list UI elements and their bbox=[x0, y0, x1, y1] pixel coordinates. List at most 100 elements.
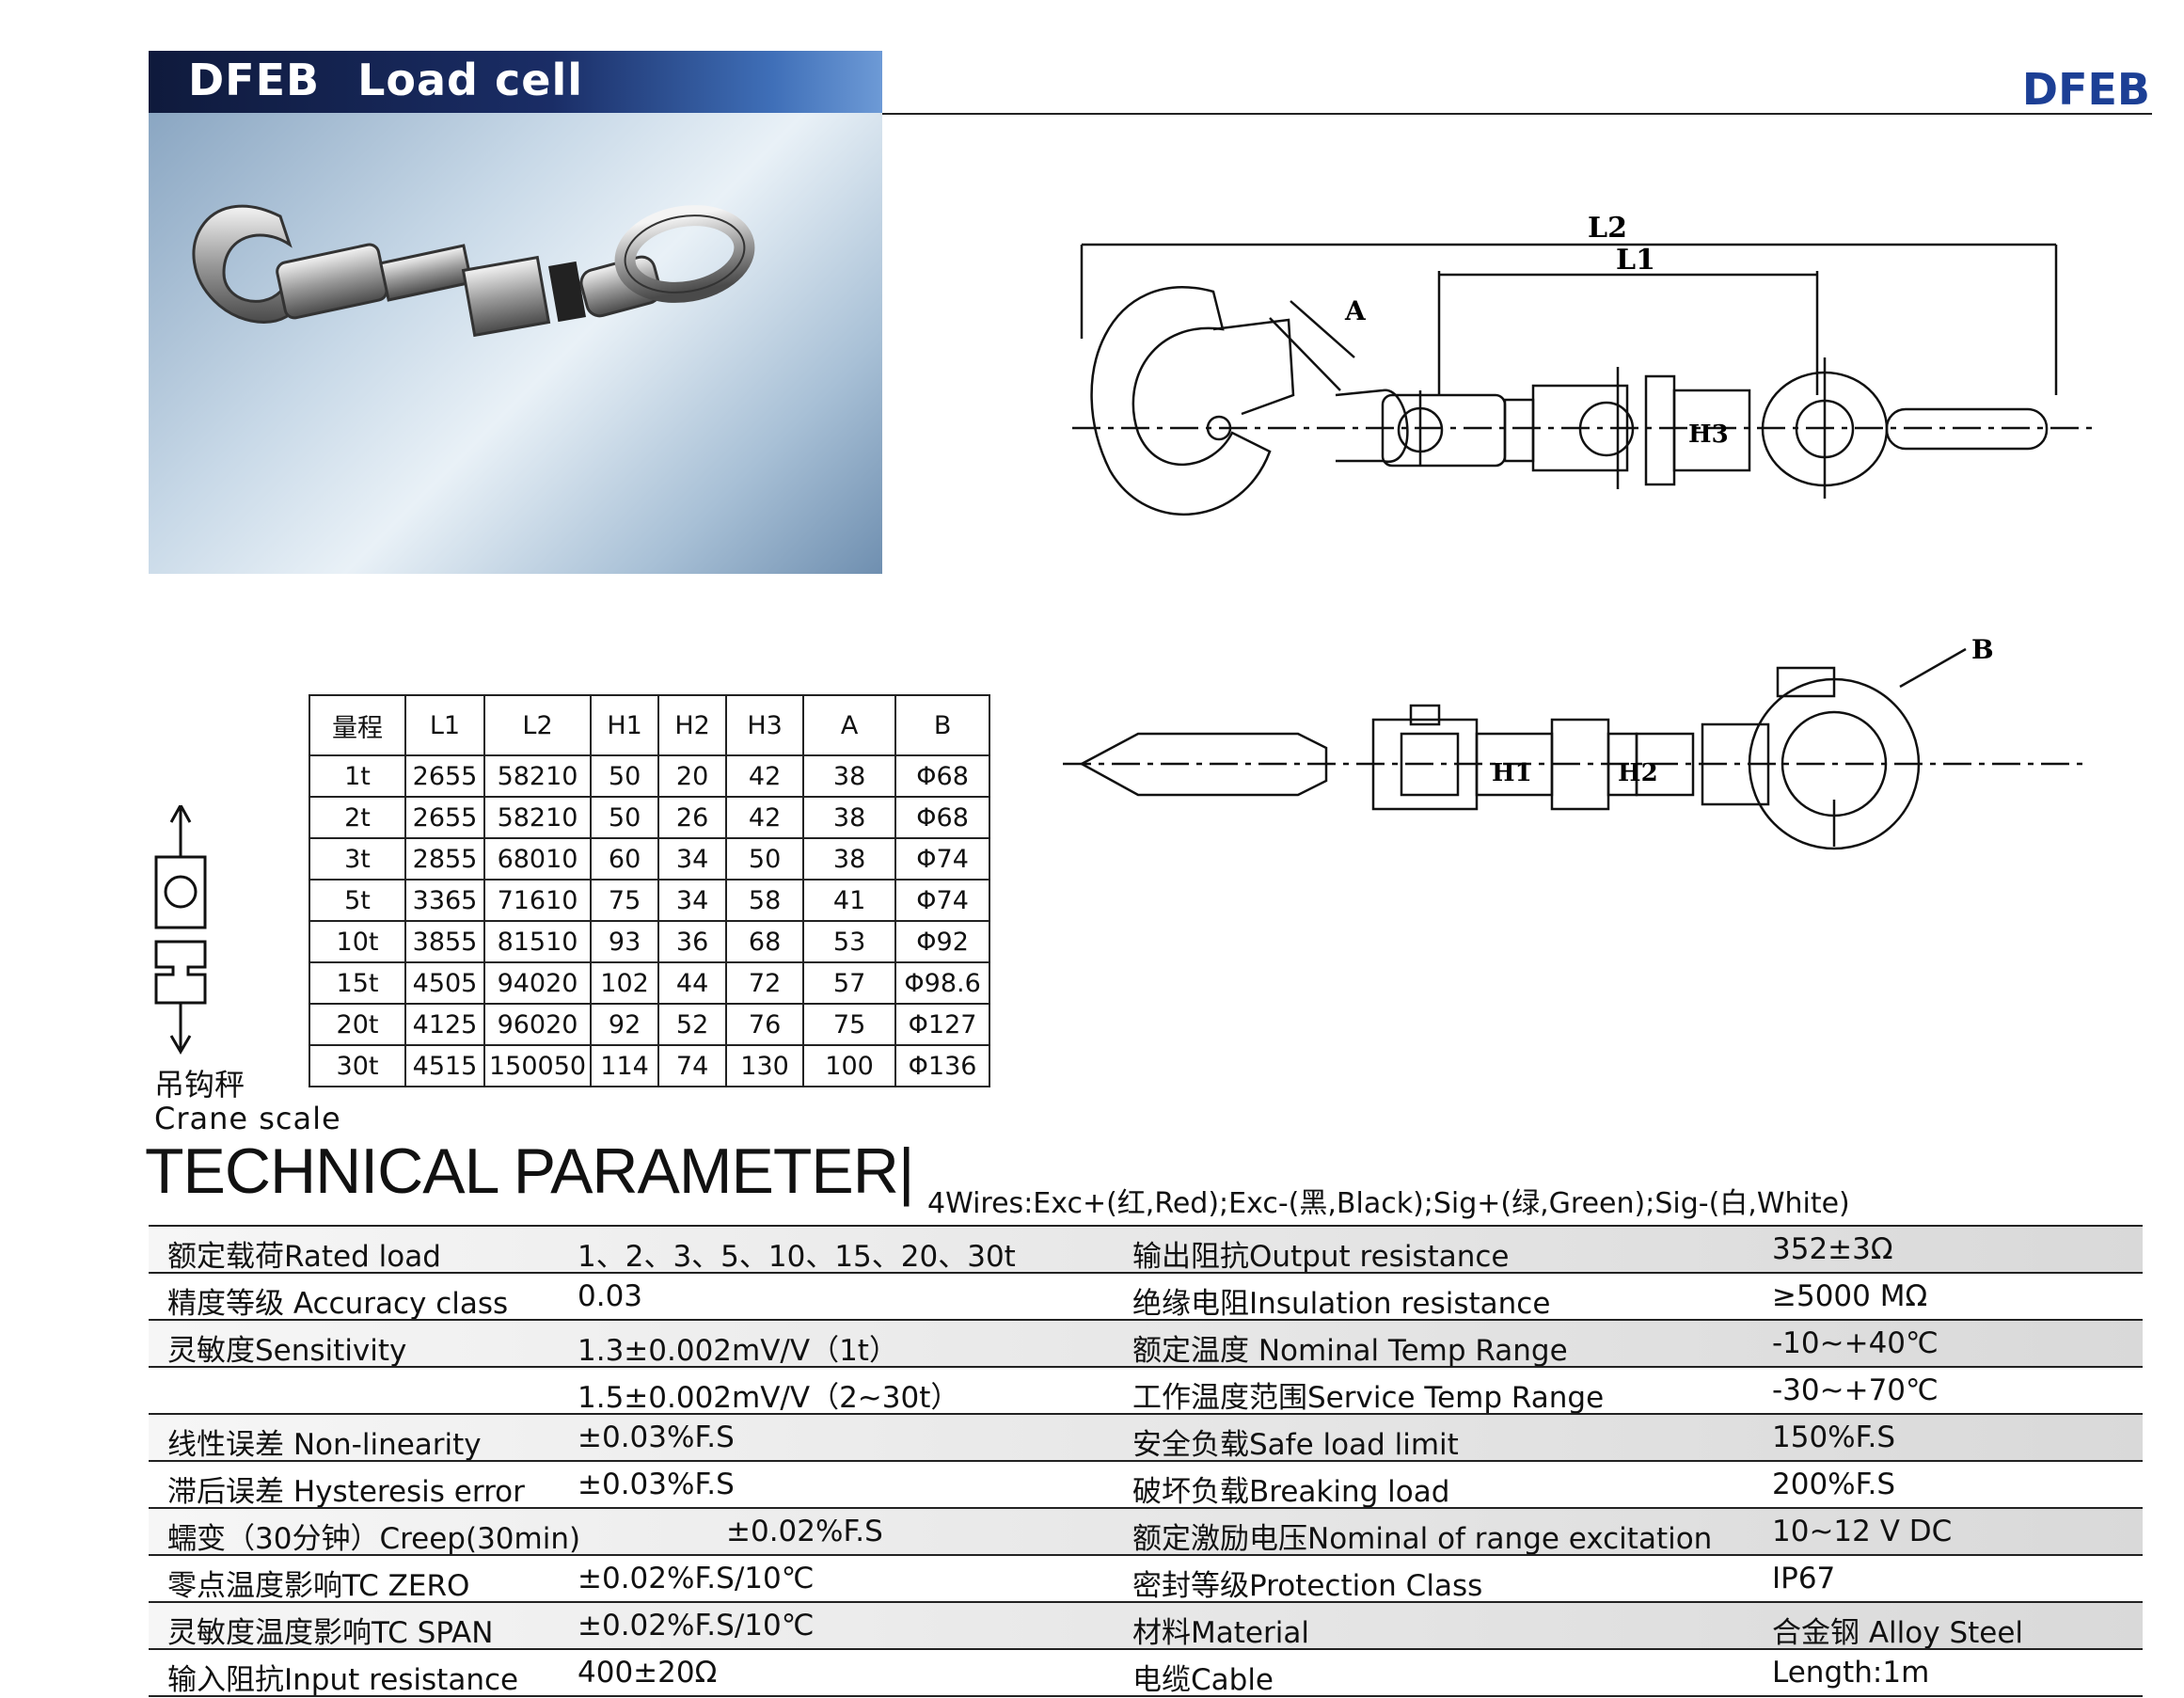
param-label: 额定激励电压Nominal of range excitation bbox=[1132, 1522, 1713, 1556]
param-label: 额定温度 Nominal Temp Range bbox=[1132, 1334, 1568, 1368]
corner-tag: DFEB bbox=[2021, 64, 2150, 115]
table-cell: 10t bbox=[309, 920, 406, 963]
param-value: 400±20Ω bbox=[578, 1656, 718, 1690]
param-value: 合金钢 Alloy Steel bbox=[1772, 1616, 2024, 1650]
param-value: 1、2、3、5、10、15、20、30t bbox=[578, 1240, 1016, 1274]
param-value: -10~+40℃ bbox=[1772, 1326, 1939, 1360]
table-header-cell: L2 bbox=[483, 694, 593, 756]
param-label: 工作温度范围Service Temp Range bbox=[1132, 1381, 1605, 1415]
table-cell: 96020 bbox=[483, 1003, 593, 1046]
dim-label-h2: H2 bbox=[1618, 759, 1658, 787]
table-cell: 3t bbox=[309, 837, 406, 881]
table-cell: 36 bbox=[657, 920, 728, 963]
table-cell: 58210 bbox=[483, 754, 593, 798]
param-value: 200%F.S bbox=[1772, 1468, 1896, 1501]
table-cell: 94020 bbox=[483, 961, 593, 1005]
table-cell: 3855 bbox=[404, 920, 485, 963]
table-cell: 15t bbox=[309, 961, 406, 1005]
table-cell: 20 bbox=[657, 754, 728, 798]
table-cell: 57 bbox=[802, 961, 897, 1005]
parameter-row: 灵敏度温度影响TC SPAN ±0.02%F.S/10℃ 材料Material … bbox=[149, 1601, 2143, 1650]
dim-label-h1: H1 bbox=[1492, 759, 1532, 787]
param-value: 10~12 V DC bbox=[1772, 1515, 1953, 1548]
table-cell: 53 bbox=[802, 920, 897, 963]
crane-scale-icon bbox=[154, 805, 207, 1055]
param-label: 材料Material bbox=[1132, 1616, 1309, 1650]
load-cell-photo-image bbox=[192, 204, 755, 338]
crane-scale-label-zh: 吊钩秤 bbox=[154, 1067, 245, 1103]
table-header-cell: H3 bbox=[725, 694, 805, 756]
table-cell: 52 bbox=[657, 1003, 728, 1046]
table-cell: Φ74 bbox=[894, 879, 991, 922]
parameter-row: 线性误差 Non-linearity ±0.03%F.S 安全负载Safe lo… bbox=[149, 1413, 2143, 1462]
table-cell: 4515 bbox=[404, 1044, 485, 1087]
dim-label-b: B bbox=[1971, 634, 1994, 665]
param-value: ≥5000 MΩ bbox=[1772, 1279, 1928, 1313]
dim-label-l2: L2 bbox=[1588, 212, 1627, 245]
table-header-cell: A bbox=[802, 694, 897, 756]
param-value: 1.3±0.002mV/V（1t） bbox=[578, 1334, 898, 1368]
table-cell: Φ98.6 bbox=[894, 961, 991, 1005]
table-cell: 71610 bbox=[483, 879, 593, 922]
table-cell: Φ127 bbox=[894, 1003, 991, 1046]
title-banner bbox=[149, 51, 882, 113]
table-cell: 38 bbox=[802, 754, 897, 798]
table-cell: 2855 bbox=[404, 837, 485, 881]
parameter-row: 精度等级 Accuracy class 0.03 绝缘电阻Insulation … bbox=[149, 1272, 2143, 1321]
param-value: ±0.03%F.S bbox=[578, 1420, 735, 1454]
table-cell: 30t bbox=[309, 1044, 406, 1087]
side-view-drawing: L2 L1 A H3 bbox=[1072, 212, 2097, 516]
top-view-drawing: H1 H2 B bbox=[1063, 634, 2088, 850]
table-cell: 58 bbox=[725, 879, 805, 922]
param-value: ±0.02%F.S/10℃ bbox=[578, 1562, 815, 1595]
table-cell: 93 bbox=[590, 920, 660, 963]
dim-label-h3: H3 bbox=[1688, 421, 1729, 449]
parameter-row: 滞后误差 Hysteresis error ±0.03%F.S 破坏负载Brea… bbox=[149, 1460, 2143, 1509]
title-bar-mark: | bbox=[897, 1135, 915, 1207]
parameter-list: 额定载荷Rated load 1、2、3、5、10、15、20、30t 输出阻抗… bbox=[149, 1225, 2143, 1697]
table-cell: 41 bbox=[802, 879, 897, 922]
param-value: 0.03 bbox=[578, 1279, 643, 1313]
table-cell: 150050 bbox=[483, 1044, 593, 1087]
table-cell: 100 bbox=[802, 1044, 897, 1087]
table-cell: 42 bbox=[725, 796, 805, 839]
table-cell: 34 bbox=[657, 837, 728, 881]
table-cell: 20t bbox=[309, 1003, 406, 1046]
table-cell: 92 bbox=[590, 1003, 660, 1046]
table-cell: 68 bbox=[725, 920, 805, 963]
table-cell: 50 bbox=[590, 796, 660, 839]
table-cell: Φ74 bbox=[894, 837, 991, 881]
param-value: ±0.03%F.S bbox=[578, 1468, 735, 1501]
table-cell: 26 bbox=[657, 796, 728, 839]
param-label: 线性误差 Non-linearity bbox=[167, 1428, 482, 1462]
table-cell: 4125 bbox=[404, 1003, 485, 1046]
table-cell: 60 bbox=[590, 837, 660, 881]
parameter-row: 输入阻抗Input resistance 400±20Ω 电缆Cable Len… bbox=[149, 1648, 2143, 1697]
table-cell: Φ136 bbox=[894, 1044, 991, 1087]
table-header-cell: H2 bbox=[657, 694, 728, 756]
param-label: 密封等级Protection Class bbox=[1132, 1569, 1483, 1603]
table-cell: 2655 bbox=[404, 754, 485, 798]
table-header-cell: B bbox=[894, 694, 991, 756]
table-cell: 42 bbox=[725, 754, 805, 798]
param-label: 零点温度影响TC ZERO bbox=[167, 1569, 470, 1603]
table-cell: Φ68 bbox=[894, 754, 991, 798]
table-header-cell: H1 bbox=[590, 694, 660, 756]
param-label: 绝缘电阻Insulation resistance bbox=[1132, 1287, 1551, 1321]
table-cell: 2t bbox=[309, 796, 406, 839]
product-photo bbox=[149, 113, 882, 574]
dim-label-a: A bbox=[1344, 295, 1367, 326]
table-cell: 4505 bbox=[404, 961, 485, 1005]
param-value: IP67 bbox=[1772, 1562, 1836, 1595]
param-value: ±0.02%F.S/10℃ bbox=[578, 1609, 815, 1642]
product-name: Load cell bbox=[357, 55, 583, 105]
table-cell: Φ68 bbox=[894, 796, 991, 839]
param-value: ±0.02%F.S bbox=[726, 1515, 883, 1548]
wire-color-legend: 4Wires:Exc+(红,Red);Exc-(黑,Black);Sig+(绿,… bbox=[927, 1187, 1850, 1220]
table-cell: 114 bbox=[590, 1044, 660, 1087]
table-cell: 81510 bbox=[483, 920, 593, 963]
